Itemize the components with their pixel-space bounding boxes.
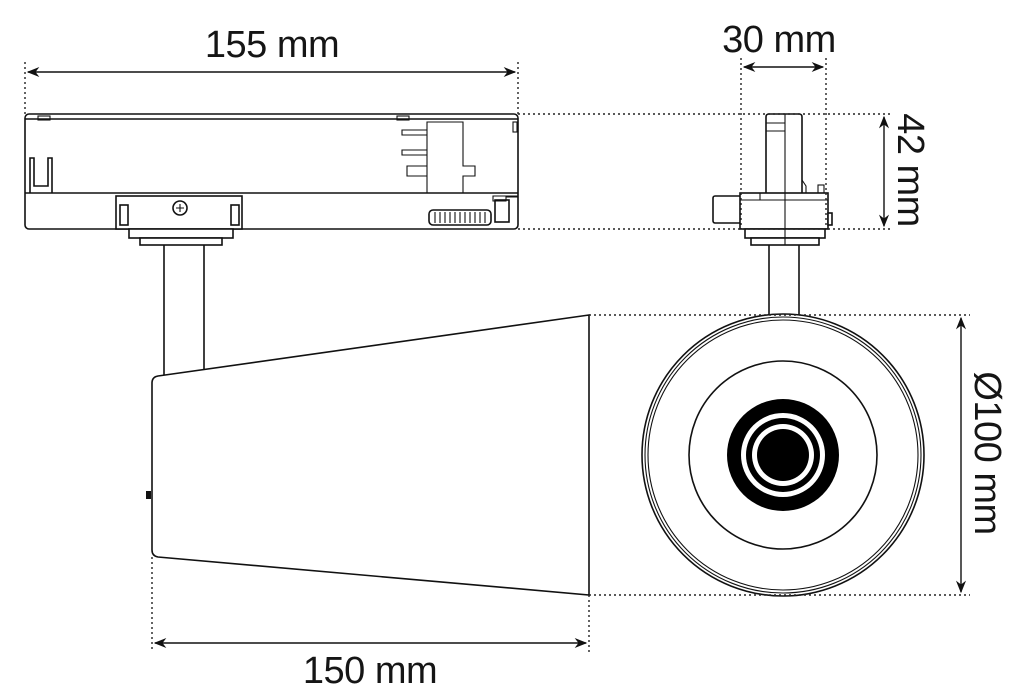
dimension-100: Ø100 mm (589, 314, 1008, 596)
dimension-155: 155 mm (24, 24, 519, 114)
dimension-30: 30 mm (722, 19, 836, 229)
dimension-label-155: 155 mm (205, 24, 339, 66)
track-adapter (24, 113, 519, 246)
screw-icon (172, 200, 188, 216)
dimension-42: 42 mm (518, 113, 931, 230)
dimension-label-100: Ø100 mm (966, 371, 1008, 534)
track-adapter-front (712, 113, 833, 246)
switch-nub (146, 491, 151, 499)
dimension-label-150: 150 mm (303, 650, 437, 692)
dimension-150: 150 mm (151, 557, 590, 692)
stem-front (768, 245, 800, 316)
knurling (434, 212, 486, 223)
stem (163, 245, 205, 377)
dimension-label-42: 42 mm (889, 113, 931, 227)
lamp-head-side (151, 314, 590, 596)
front-view (641, 113, 925, 597)
dimension-label-30: 30 mm (722, 19, 836, 61)
side-view (24, 113, 590, 596)
lamp-head-front (641, 313, 925, 597)
